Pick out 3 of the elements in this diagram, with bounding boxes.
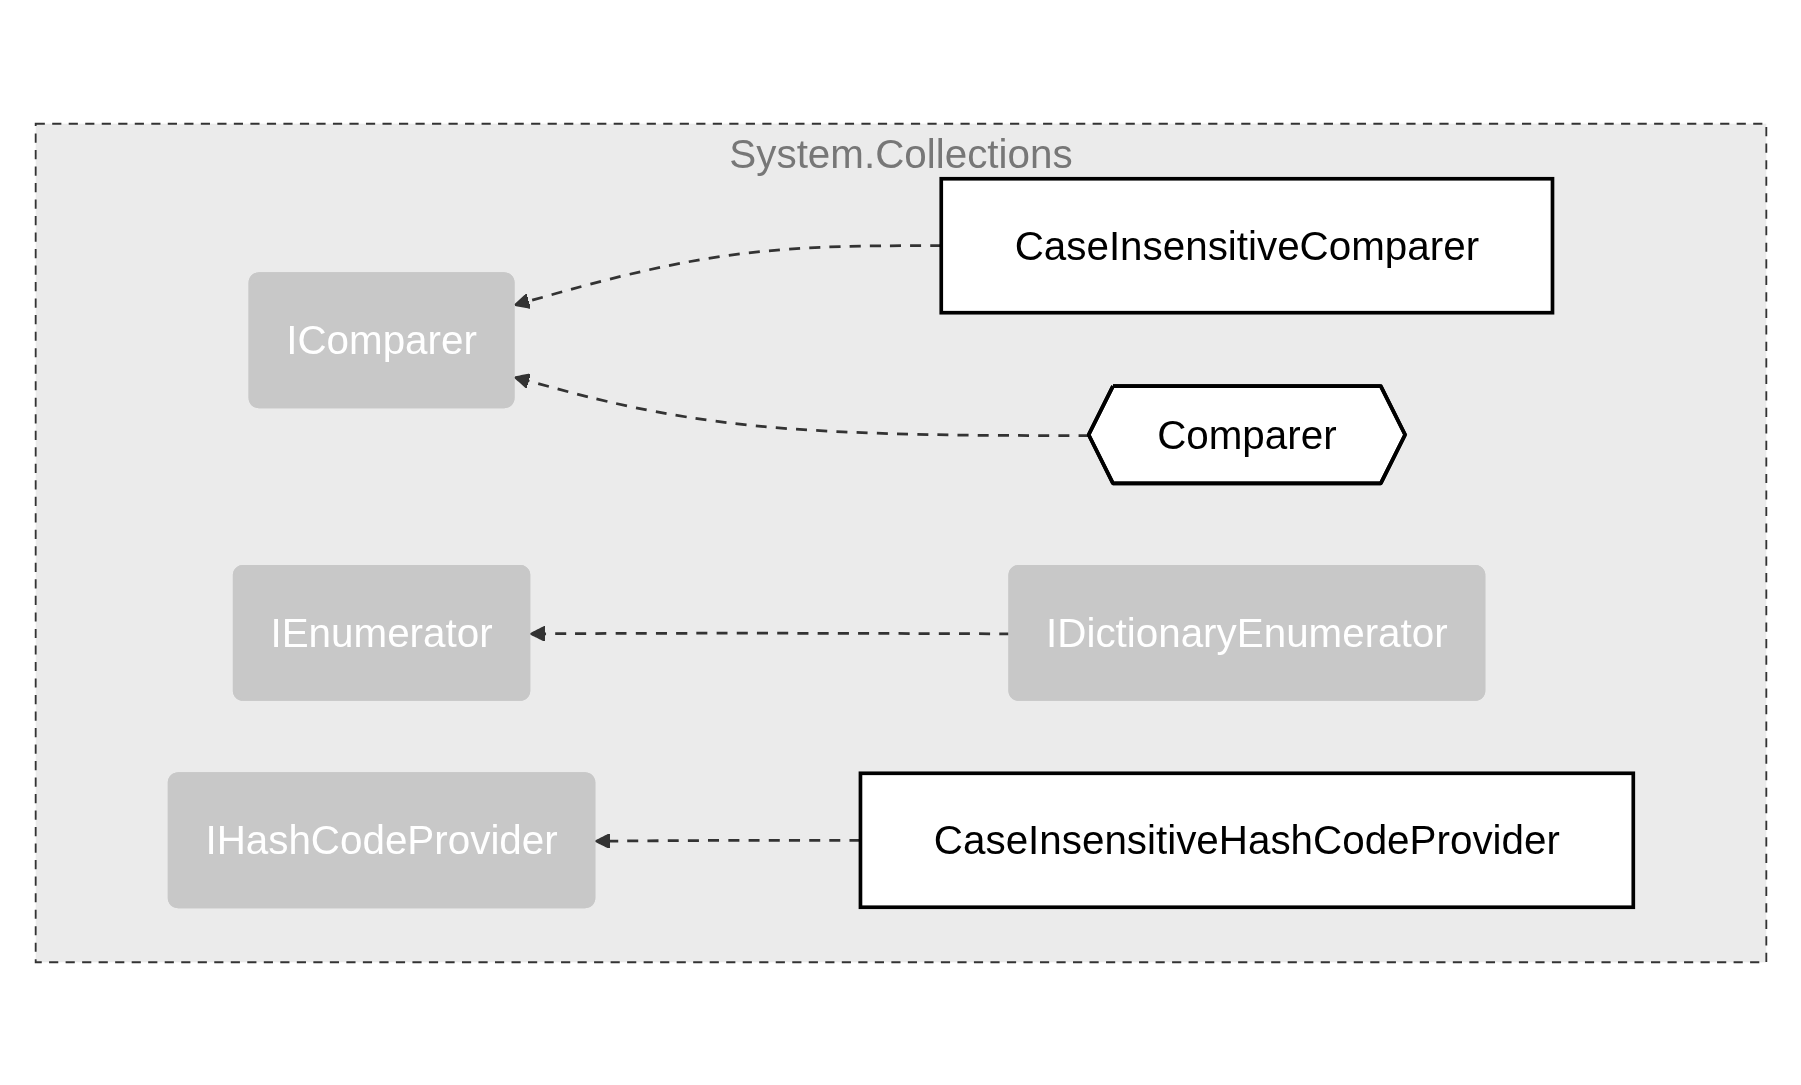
- node-box: CaseInsensitiveComparer: [938, 176, 1554, 315]
- arrow: [513, 372, 1090, 437]
- node-box: CaseInsensitiveHashCodeProvider: [858, 770, 1635, 909]
